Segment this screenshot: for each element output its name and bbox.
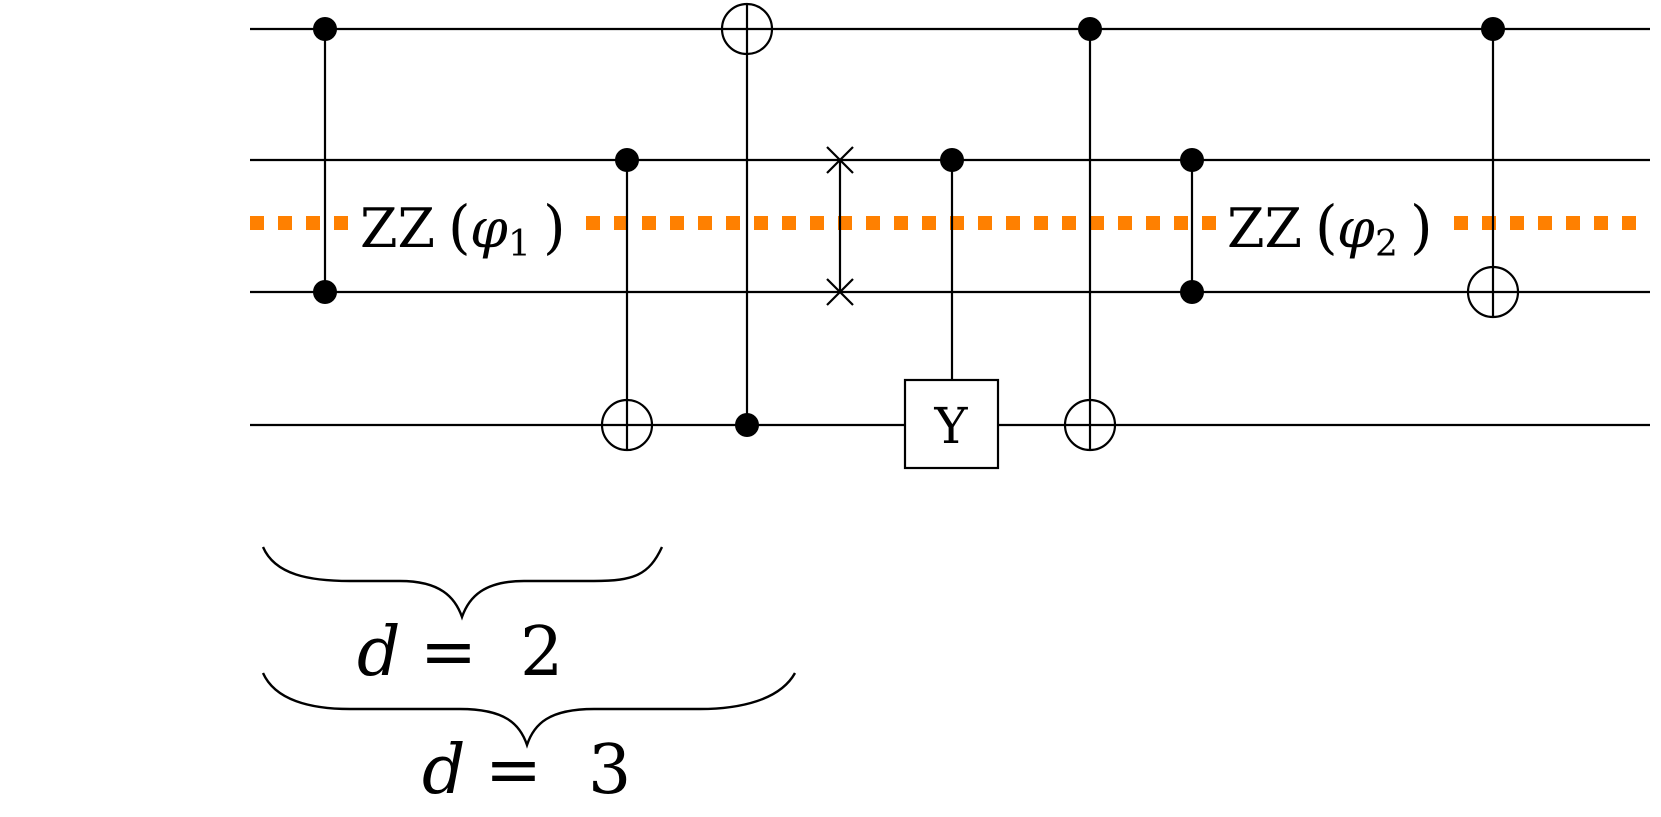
brace-d2-curve [261, 546, 664, 621]
control-dot [1180, 148, 1204, 172]
brace-d3-curve [261, 672, 797, 749]
cnot-gate-1 [600, 148, 654, 452]
control-dot [615, 148, 639, 172]
brace-d2-eq: = [420, 613, 477, 692]
control-dot [735, 413, 759, 437]
zz-label-2: ZZ ( φ 2 ) [1216, 185, 1442, 265]
zz-label-1-name: ZZ [360, 197, 435, 260]
zz-label-2-name: ZZ [1227, 197, 1302, 260]
swap-gate [826, 146, 854, 306]
cnot-gate-4 [1466, 17, 1520, 319]
zz-label-2-arg: φ [1337, 197, 1375, 260]
cnot-gate-2 [720, 2, 774, 437]
controlled-y-gate: Y [903, 148, 1000, 470]
zz-label-1: ZZ ( φ 1 ) [349, 185, 575, 265]
brace-d3-val: 3 [588, 731, 631, 810]
brace-d2-var: d [357, 613, 401, 692]
cnot-gate-3 [1063, 17, 1117, 452]
brace-d2-val: 2 [520, 613, 563, 692]
zz-label-1-open: ( [448, 193, 471, 261]
control-dot [1180, 280, 1204, 304]
brace-d3-var: d [422, 731, 466, 810]
zz-label-2-close: ) [1410, 193, 1433, 261]
zz-label-1-arg: φ [470, 197, 508, 260]
zz-label-1-sub: 1 [508, 224, 531, 265]
control-dot [313, 17, 337, 41]
brace-d3: d = 3 [261, 672, 797, 810]
zz-label-2-sub: 2 [1375, 224, 1398, 265]
zz-gate-2 [1180, 148, 1204, 304]
y-gate-label: Y [933, 397, 968, 455]
control-dot [1481, 17, 1505, 41]
zz-label-2-open: ( [1315, 193, 1338, 261]
control-dot [940, 148, 964, 172]
zz-label-1-close: ) [543, 193, 566, 261]
brace-d3-eq: = [485, 731, 542, 810]
y-gate-box [903, 378, 1000, 470]
control-dot [1078, 17, 1102, 41]
zz-gate-1 [313, 17, 337, 304]
brace-d2: d = 2 [261, 546, 664, 692]
control-dot [313, 280, 337, 304]
